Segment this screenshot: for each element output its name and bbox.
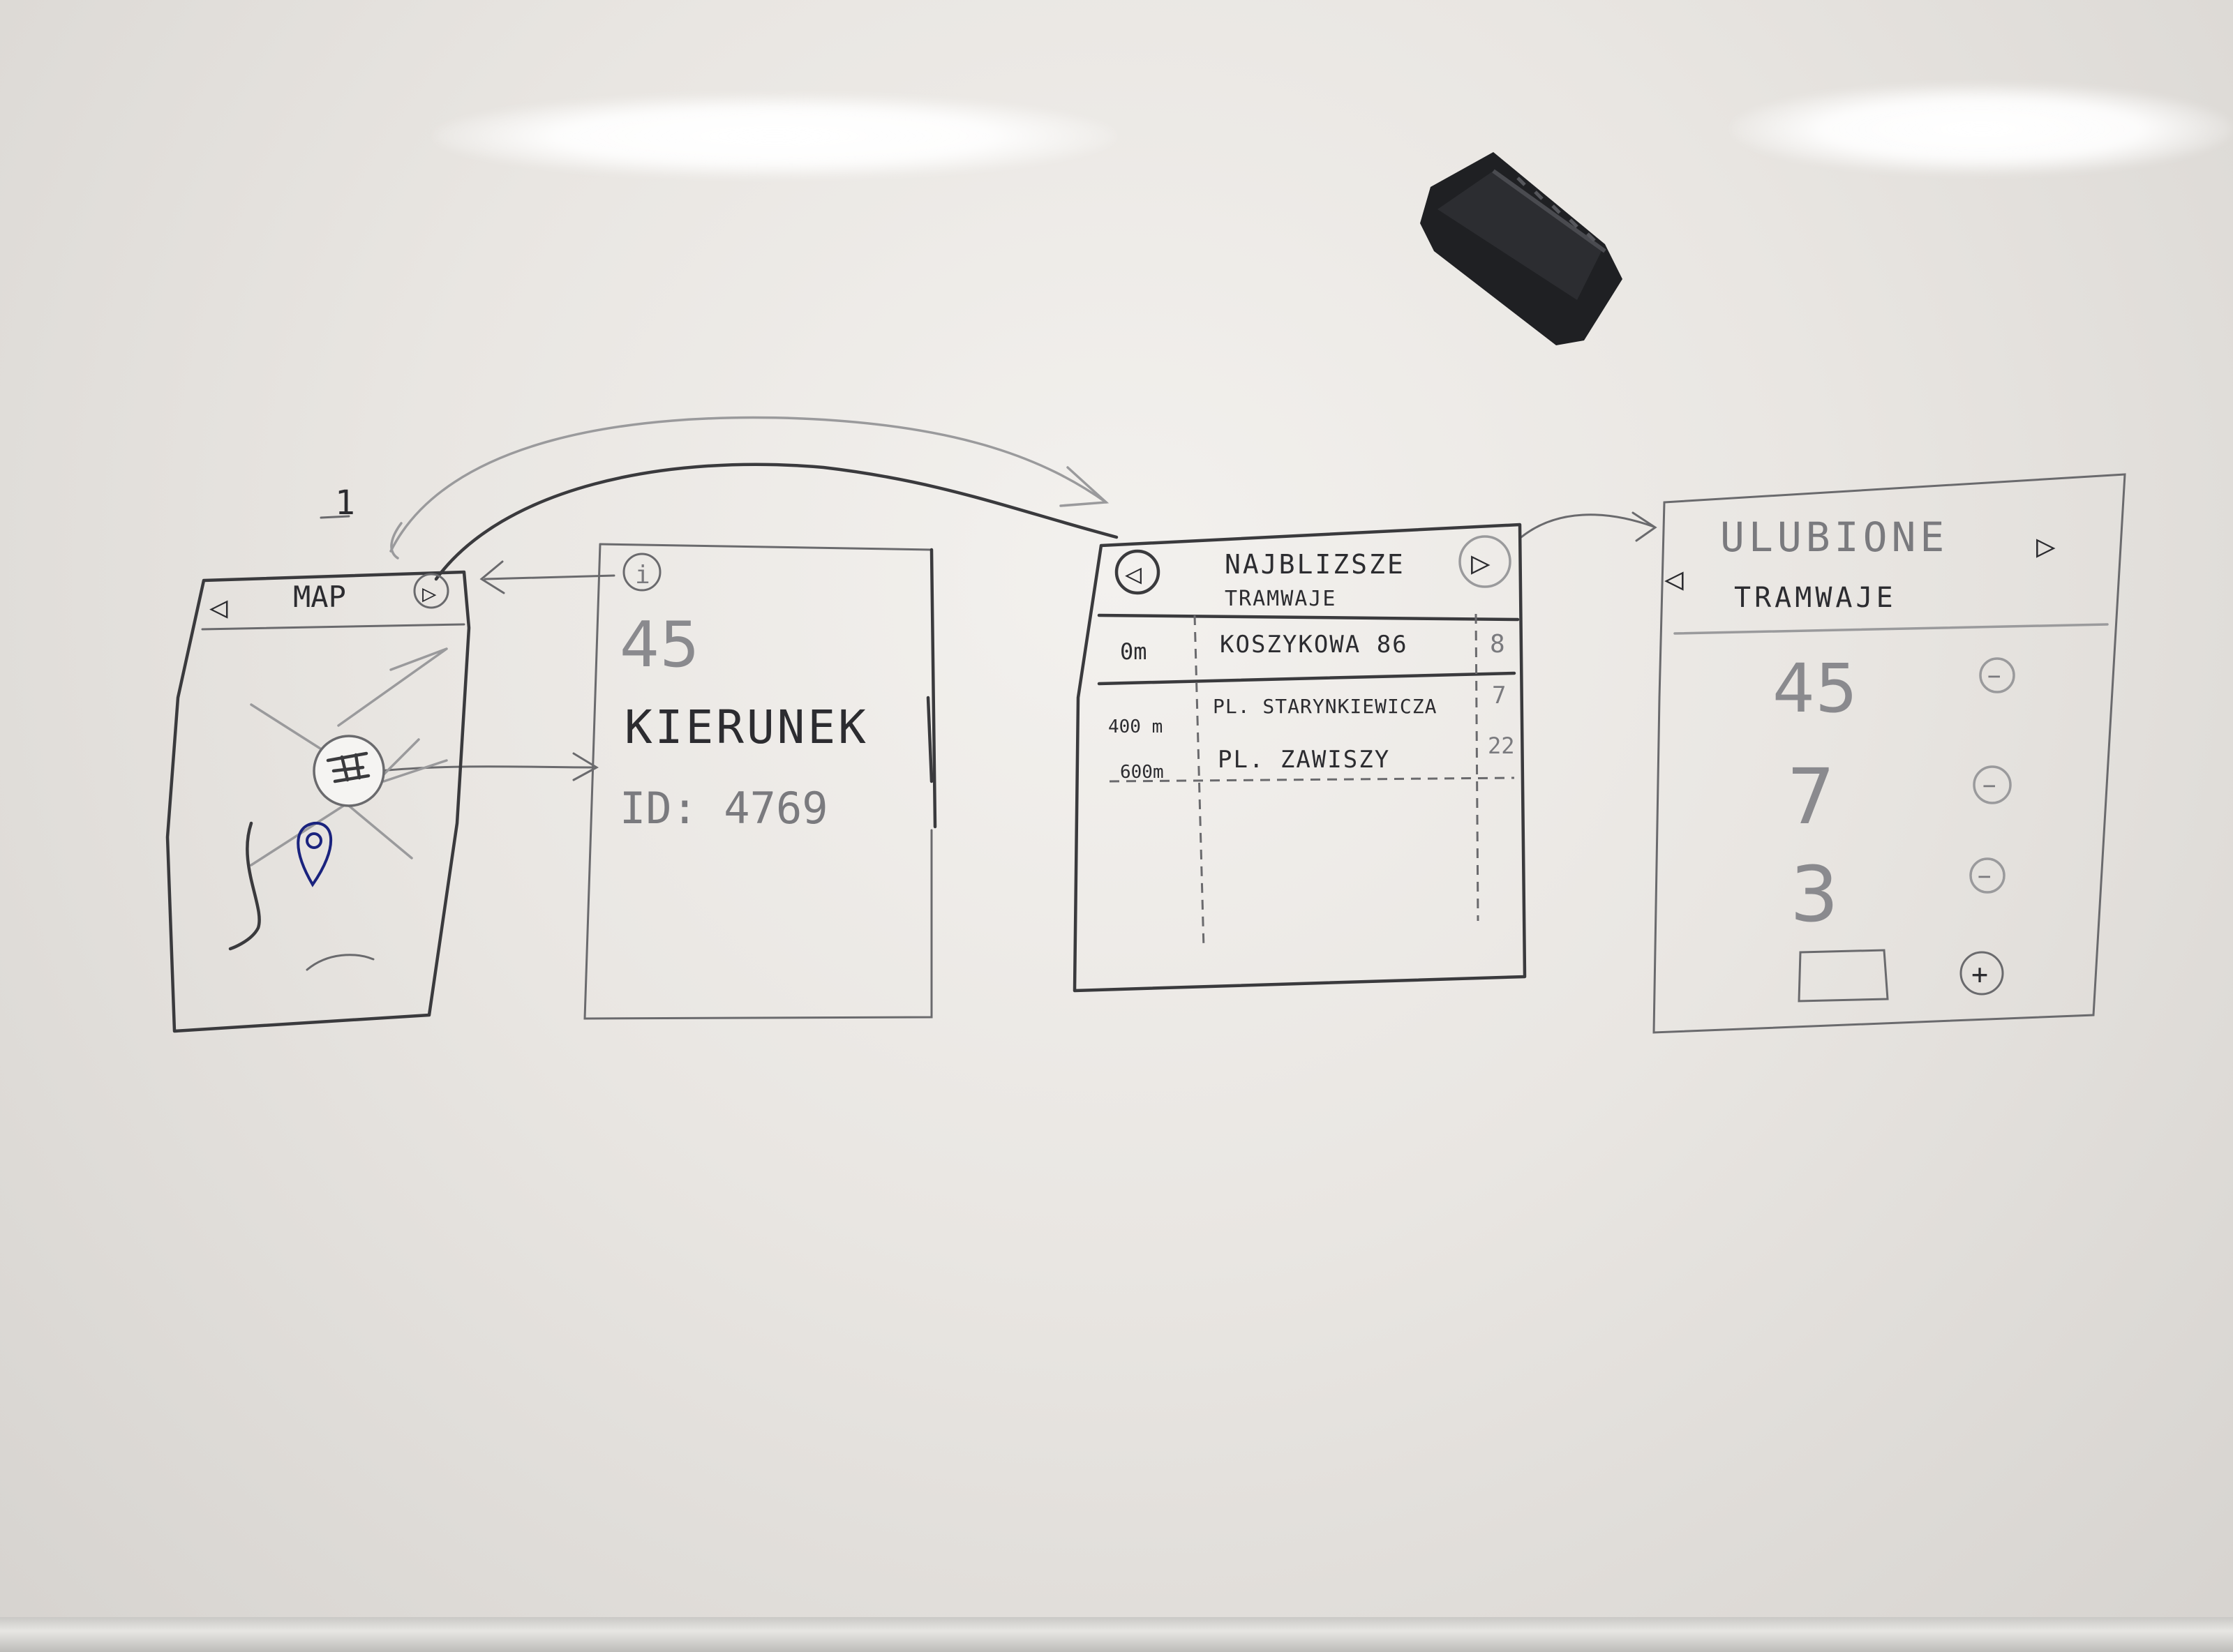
row-line: 7 bbox=[1492, 682, 1506, 709]
light-reflection bbox=[433, 94, 1116, 178]
light-reflection bbox=[1731, 84, 2233, 174]
row-stop: PL. STARYNKIEWICZA bbox=[1213, 695, 1437, 718]
nearest-title-line2: TRAMWAJE bbox=[1225, 587, 1337, 611]
nearest-title-line1: NAJBLIZSZE bbox=[1225, 549, 1405, 580]
details-direction: KIERUNEK bbox=[625, 700, 869, 754]
details-id: ID: 4769 bbox=[620, 783, 828, 834]
info-button[interactable] bbox=[622, 553, 662, 592]
screen-favorites: ◁ ▷ ULUBIONE TRAMWAJE 45 − 7 − 3 − + bbox=[1652, 473, 2126, 1034]
screen-details: i 45 KIERUNEK ID: 4769 bbox=[583, 543, 937, 1020]
row-line: 8 bbox=[1490, 630, 1505, 659]
list-item: 7 − bbox=[1786, 752, 2012, 841]
remove-favorite-button[interactable] bbox=[1973, 765, 2012, 804]
info-symbol: i bbox=[635, 561, 650, 590]
flow-arrows bbox=[379, 416, 1657, 781]
favorite-line: 7 bbox=[1786, 752, 1835, 841]
nearest-back-button[interactable] bbox=[1114, 549, 1160, 595]
list-item: + bbox=[1798, 949, 2004, 1003]
favorites-title-line1: ULUBIONE bbox=[1720, 513, 1948, 561]
table-row[interactable]: 0m KOSZYKOWA 86 8 bbox=[1120, 630, 1505, 665]
map-title: MAP bbox=[293, 580, 346, 614]
favorites-back-arrow[interactable]: ◁ bbox=[1664, 560, 1684, 597]
row-line: 22 bbox=[1488, 733, 1515, 759]
plus-icon: + bbox=[1971, 959, 1988, 991]
tram-icon bbox=[326, 751, 371, 783]
nearest-forward-arrow[interactable]: ▷ bbox=[1471, 543, 1491, 581]
map-forward-button[interactable] bbox=[413, 573, 449, 609]
marker-tray bbox=[0, 1617, 2233, 1652]
location-pin-icon[interactable] bbox=[297, 821, 333, 887]
arrow-nearest-to-favorites bbox=[1520, 513, 1655, 539]
details-line-number: 45 bbox=[620, 608, 700, 682]
map-back-arrow[interactable]: ◁ bbox=[209, 590, 228, 625]
favorite-line: 3 bbox=[1790, 850, 1839, 939]
favorites-title-line2: TRAMWAJE bbox=[1734, 582, 1897, 614]
eraser bbox=[1420, 152, 1622, 345]
remove-favorite-button[interactable] bbox=[1979, 657, 2015, 693]
favorites-forward-arrow[interactable]: ▷ bbox=[2036, 527, 2056, 564]
table-row[interactable]: 600m PL. ZAWISZY 22 bbox=[1120, 733, 1515, 783]
nearest-forward-button[interactable] bbox=[1458, 535, 1511, 588]
row-stop: KOSZYKOWA 86 bbox=[1220, 631, 1408, 659]
arrow-map-to-nearest bbox=[389, 416, 1107, 553]
favorite-line: 45 bbox=[1772, 649, 1858, 728]
row-distance: 600m bbox=[1120, 762, 1164, 783]
list-item: 45 − bbox=[1772, 649, 2015, 728]
arrow-tram-to-details bbox=[379, 765, 595, 772]
minus-icon: − bbox=[1987, 663, 2001, 689]
add-favorite-button[interactable] bbox=[1959, 951, 2004, 996]
list-item: 3 − bbox=[1790, 850, 2006, 939]
new-favorite-input[interactable] bbox=[1798, 949, 1889, 1003]
screen-nearest: ◁ ▷ NAJBLIZSZE TRAMWAJE 0m KOSZYKOWA 86 … bbox=[1073, 523, 1527, 993]
arrow-nearest-back bbox=[434, 463, 1119, 581]
nearest-back-arrow[interactable]: ◁ bbox=[1125, 558, 1142, 590]
map-area bbox=[228, 647, 448, 971]
minus-icon: − bbox=[1978, 863, 1991, 889]
map-forward-arrow[interactable]: ▷ bbox=[422, 580, 437, 608]
row-distance: 0m bbox=[1120, 638, 1147, 665]
remove-favorite-button[interactable] bbox=[1969, 857, 2006, 894]
table-row[interactable]: 400 m PL. STARYNKIEWICZA 7 bbox=[1108, 682, 1506, 737]
screen-map: 1 ◁ MAP ▷ bbox=[165, 483, 471, 1033]
arrow-details-to-map bbox=[484, 574, 615, 580]
row-distance: 400 m bbox=[1108, 716, 1163, 737]
tram-icon[interactable] bbox=[313, 735, 385, 807]
row-stop: PL. ZAWISZY bbox=[1218, 746, 1390, 774]
minus-icon: − bbox=[1982, 772, 1996, 799]
